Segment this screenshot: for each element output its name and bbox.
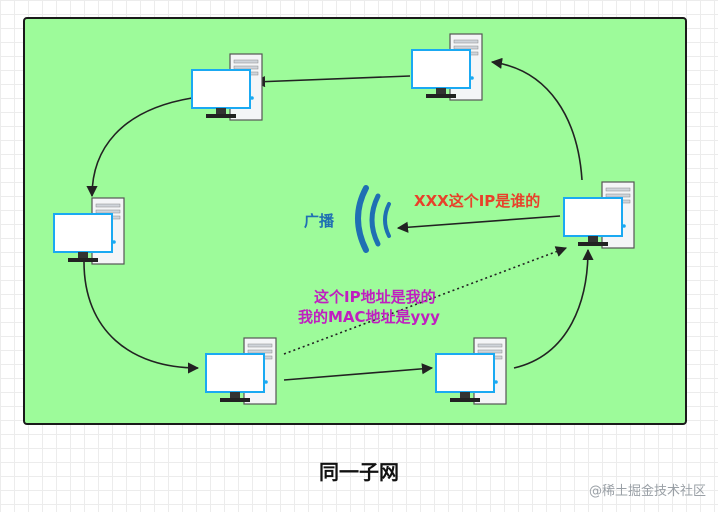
arrow-right-to-top-right [490, 57, 583, 181]
arrow-top-left-to-left [86, 97, 193, 198]
reply-label-line1: 这个IP地址是我的 [314, 288, 436, 306]
arrow-left-to-bottom-left [83, 261, 200, 374]
reply-label-line2: 我的MAC地址是yyy [298, 308, 440, 326]
question-label: XXX这个IP是谁的 [414, 192, 540, 210]
diagram-caption: 同一子网 [319, 460, 399, 484]
subnet-panel [23, 17, 687, 425]
watermark: @稀土掘金技术社区 [588, 484, 706, 499]
reply-dotted-arrow [283, 246, 568, 355]
broadcast-label: 广播 [304, 212, 335, 230]
arrow-top-right-to-top-left [253, 75, 411, 88]
broadcast-waves-icon [355, 185, 391, 253]
broadcast-question-arrow [396, 215, 561, 233]
arrow-bottom-right-to-right [513, 248, 594, 369]
arrow-bottom-left-to-bottom-right [283, 363, 434, 381]
